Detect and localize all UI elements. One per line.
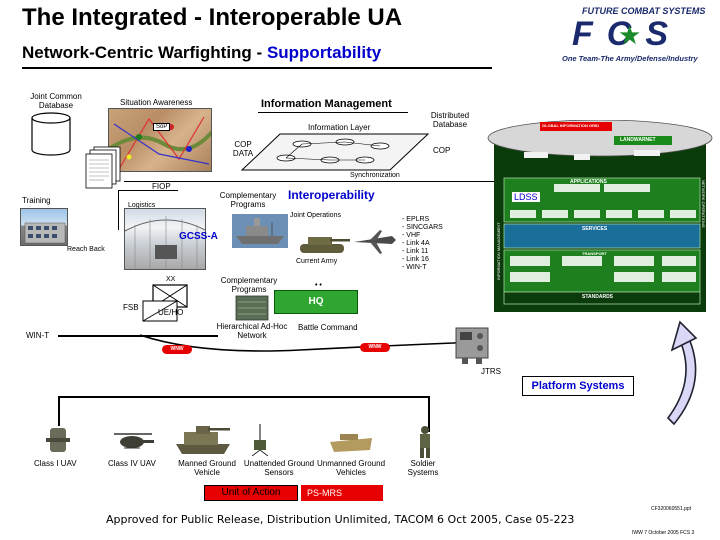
jtrs-label: JTRS bbox=[481, 367, 501, 376]
server-rack-icon bbox=[234, 294, 270, 322]
radio-item: - Link 11 bbox=[402, 248, 429, 255]
sop-badge: SoP bbox=[153, 123, 171, 131]
uav-class4-icon bbox=[112, 428, 156, 454]
header-rule bbox=[22, 67, 492, 69]
jtrs-radio-icon bbox=[452, 322, 492, 366]
soldier-systems-icon bbox=[412, 424, 438, 458]
sos-left-vertical: INFORMATION MANAGEMENT bbox=[496, 222, 501, 280]
situation-map-image: SoP bbox=[108, 108, 212, 172]
cop-data-label: COP DATA bbox=[232, 140, 254, 158]
ps-mrs-label: PS-MRS bbox=[301, 485, 383, 501]
logo-top-text: FUTURE COMBAT SYSTEMS bbox=[582, 6, 706, 16]
platform-bus-right bbox=[428, 396, 430, 432]
radio-item: - WIN-T bbox=[402, 264, 427, 271]
platform-label-ground-sensors: Unattended Ground Sensors bbox=[243, 459, 315, 477]
interoperability-label: Interoperability bbox=[288, 188, 375, 202]
radio-list: - EPLRS - SINCGARS - VHF - Link 4A - Lin… bbox=[402, 216, 443, 272]
cop-label: COP bbox=[433, 146, 451, 155]
platform-bus-line bbox=[58, 396, 428, 398]
radio-item: - EPLRS bbox=[402, 216, 430, 223]
sos-services: SERVICES bbox=[582, 226, 608, 232]
curved-arrow-icon bbox=[628, 320, 708, 436]
hq-dots: • • bbox=[315, 282, 322, 289]
xx-label: XX bbox=[166, 276, 176, 283]
logistics-label: Logistics bbox=[128, 202, 156, 209]
release-statement: Approved for Public Release, Distributio… bbox=[106, 513, 575, 526]
manned-vehicle-icon bbox=[174, 420, 232, 456]
logo-letters: FCS bbox=[572, 15, 682, 53]
info-mgmt-underline bbox=[258, 112, 408, 113]
current-army-tank-icon bbox=[296, 228, 350, 256]
building-photo bbox=[20, 208, 68, 246]
date-line: IWW 7 October 2005 FCS 3 bbox=[632, 530, 695, 536]
ship-icon bbox=[232, 214, 288, 248]
platform-label-unmanned-vehicles: Unmanned Ground Vehicles bbox=[316, 459, 386, 477]
situation-awareness-label: Situation Awareness bbox=[120, 98, 193, 107]
win-t-label: WIN-T bbox=[26, 331, 50, 340]
subtitle-highlight: Supportability bbox=[266, 43, 382, 62]
ground-sensor-icon bbox=[248, 422, 272, 456]
page-title: The Integrated - Interoperable UA bbox=[22, 4, 403, 31]
information-layer-plane bbox=[240, 132, 430, 172]
win-t-network-line bbox=[58, 335, 218, 337]
complementary-programs-label-top: Complementary Programs bbox=[219, 191, 277, 209]
radio-item: - Link 16 bbox=[402, 256, 429, 263]
unit-of-action-label: Unit of Action bbox=[204, 485, 298, 501]
sos-standards: STANDARDS bbox=[582, 294, 614, 300]
uav-class1-icon bbox=[42, 426, 74, 454]
fsb-label: FSB bbox=[123, 303, 139, 312]
complementary-programs-label-bottom: Complementary Programs bbox=[220, 276, 278, 294]
logo-star-icon: ★ bbox=[618, 20, 642, 50]
platform-label-soldier-systems: Soldier Systems bbox=[407, 459, 439, 477]
unmanned-vehicle-icon bbox=[326, 428, 376, 454]
joint-common-db-label: Joint Common Database bbox=[30, 92, 82, 110]
logo-tagline: One Team-The Army/Defense/Industry bbox=[562, 54, 698, 63]
reach-back-label: Reach Back bbox=[67, 246, 105, 253]
radio-item: - Link 4A bbox=[402, 240, 430, 247]
sos-banner-landwarnet: LANDWARNET bbox=[620, 137, 656, 143]
page-subtitle: Network-Centric Warfighting - Supportabi… bbox=[22, 43, 381, 63]
fiop-label: FIOP bbox=[152, 182, 171, 191]
gcss-a-label: GCSS-A bbox=[179, 231, 218, 242]
file-reference: CF320060551.ppt bbox=[651, 506, 692, 512]
information-layer-label: Information Layer bbox=[308, 123, 371, 132]
aircraft-icon bbox=[352, 228, 396, 256]
hq-box: HQ bbox=[274, 290, 358, 314]
platform-label-manned-vehicle: Manned Ground Vehicle bbox=[178, 459, 236, 477]
platform-label-class1-uav: Class I UAV bbox=[34, 459, 77, 468]
fsb-unit-symbol bbox=[142, 300, 178, 322]
joint-operations-label: Joint Operations bbox=[290, 212, 341, 219]
platform-bus-left bbox=[58, 396, 60, 426]
ldss-label: LDSS bbox=[512, 192, 540, 202]
radio-item: - SINCGARS bbox=[402, 224, 443, 231]
synchronization-label: Synchronization bbox=[350, 172, 400, 179]
sos-applications: APPLICATIONS bbox=[570, 179, 607, 185]
platform-label-class4-uav: Class IV UAV bbox=[108, 459, 156, 468]
ue-ho-label: UE/HO bbox=[158, 308, 184, 317]
subtitle-prefix: Network-Centric Warfighting - bbox=[22, 43, 267, 62]
current-army-label: Current Army bbox=[296, 258, 338, 265]
hierarchical-network-label: Hierarchical Ad-Hoc Network bbox=[216, 322, 288, 340]
fiop-connector bbox=[118, 190, 119, 230]
documents-stack-icon bbox=[84, 146, 124, 190]
fiop-top-connector bbox=[118, 190, 178, 191]
battle-command-label: Battle Command bbox=[298, 323, 358, 332]
distributed-database-label: Distributed Database bbox=[430, 111, 470, 129]
sos-right-vertical: NETWORK OPERATIONS bbox=[701, 180, 706, 228]
radio-item: - VHF bbox=[402, 232, 421, 239]
wnw-badge-right: WNW bbox=[360, 343, 390, 352]
hangar-photo bbox=[124, 208, 206, 270]
sos-layer-diagram: GLOBAL INFORMATION GRID LANDWARNET APPLI… bbox=[484, 120, 716, 318]
platform-systems-label: Platform Systems bbox=[522, 376, 634, 396]
sos-banner-gig: GLOBAL INFORMATION GRID bbox=[542, 123, 599, 128]
training-label: Training bbox=[22, 196, 51, 205]
sos-transport: TRANSPORT bbox=[582, 251, 607, 256]
information-management-label: Information Management bbox=[261, 98, 392, 110]
database-icon bbox=[30, 112, 72, 156]
wnw-badge-left: WNW bbox=[162, 345, 192, 354]
fcs-logo: FUTURE COMBAT SYSTEMS FCS ★ One Team-The… bbox=[560, 6, 716, 68]
synchronization-line bbox=[124, 181, 502, 182]
